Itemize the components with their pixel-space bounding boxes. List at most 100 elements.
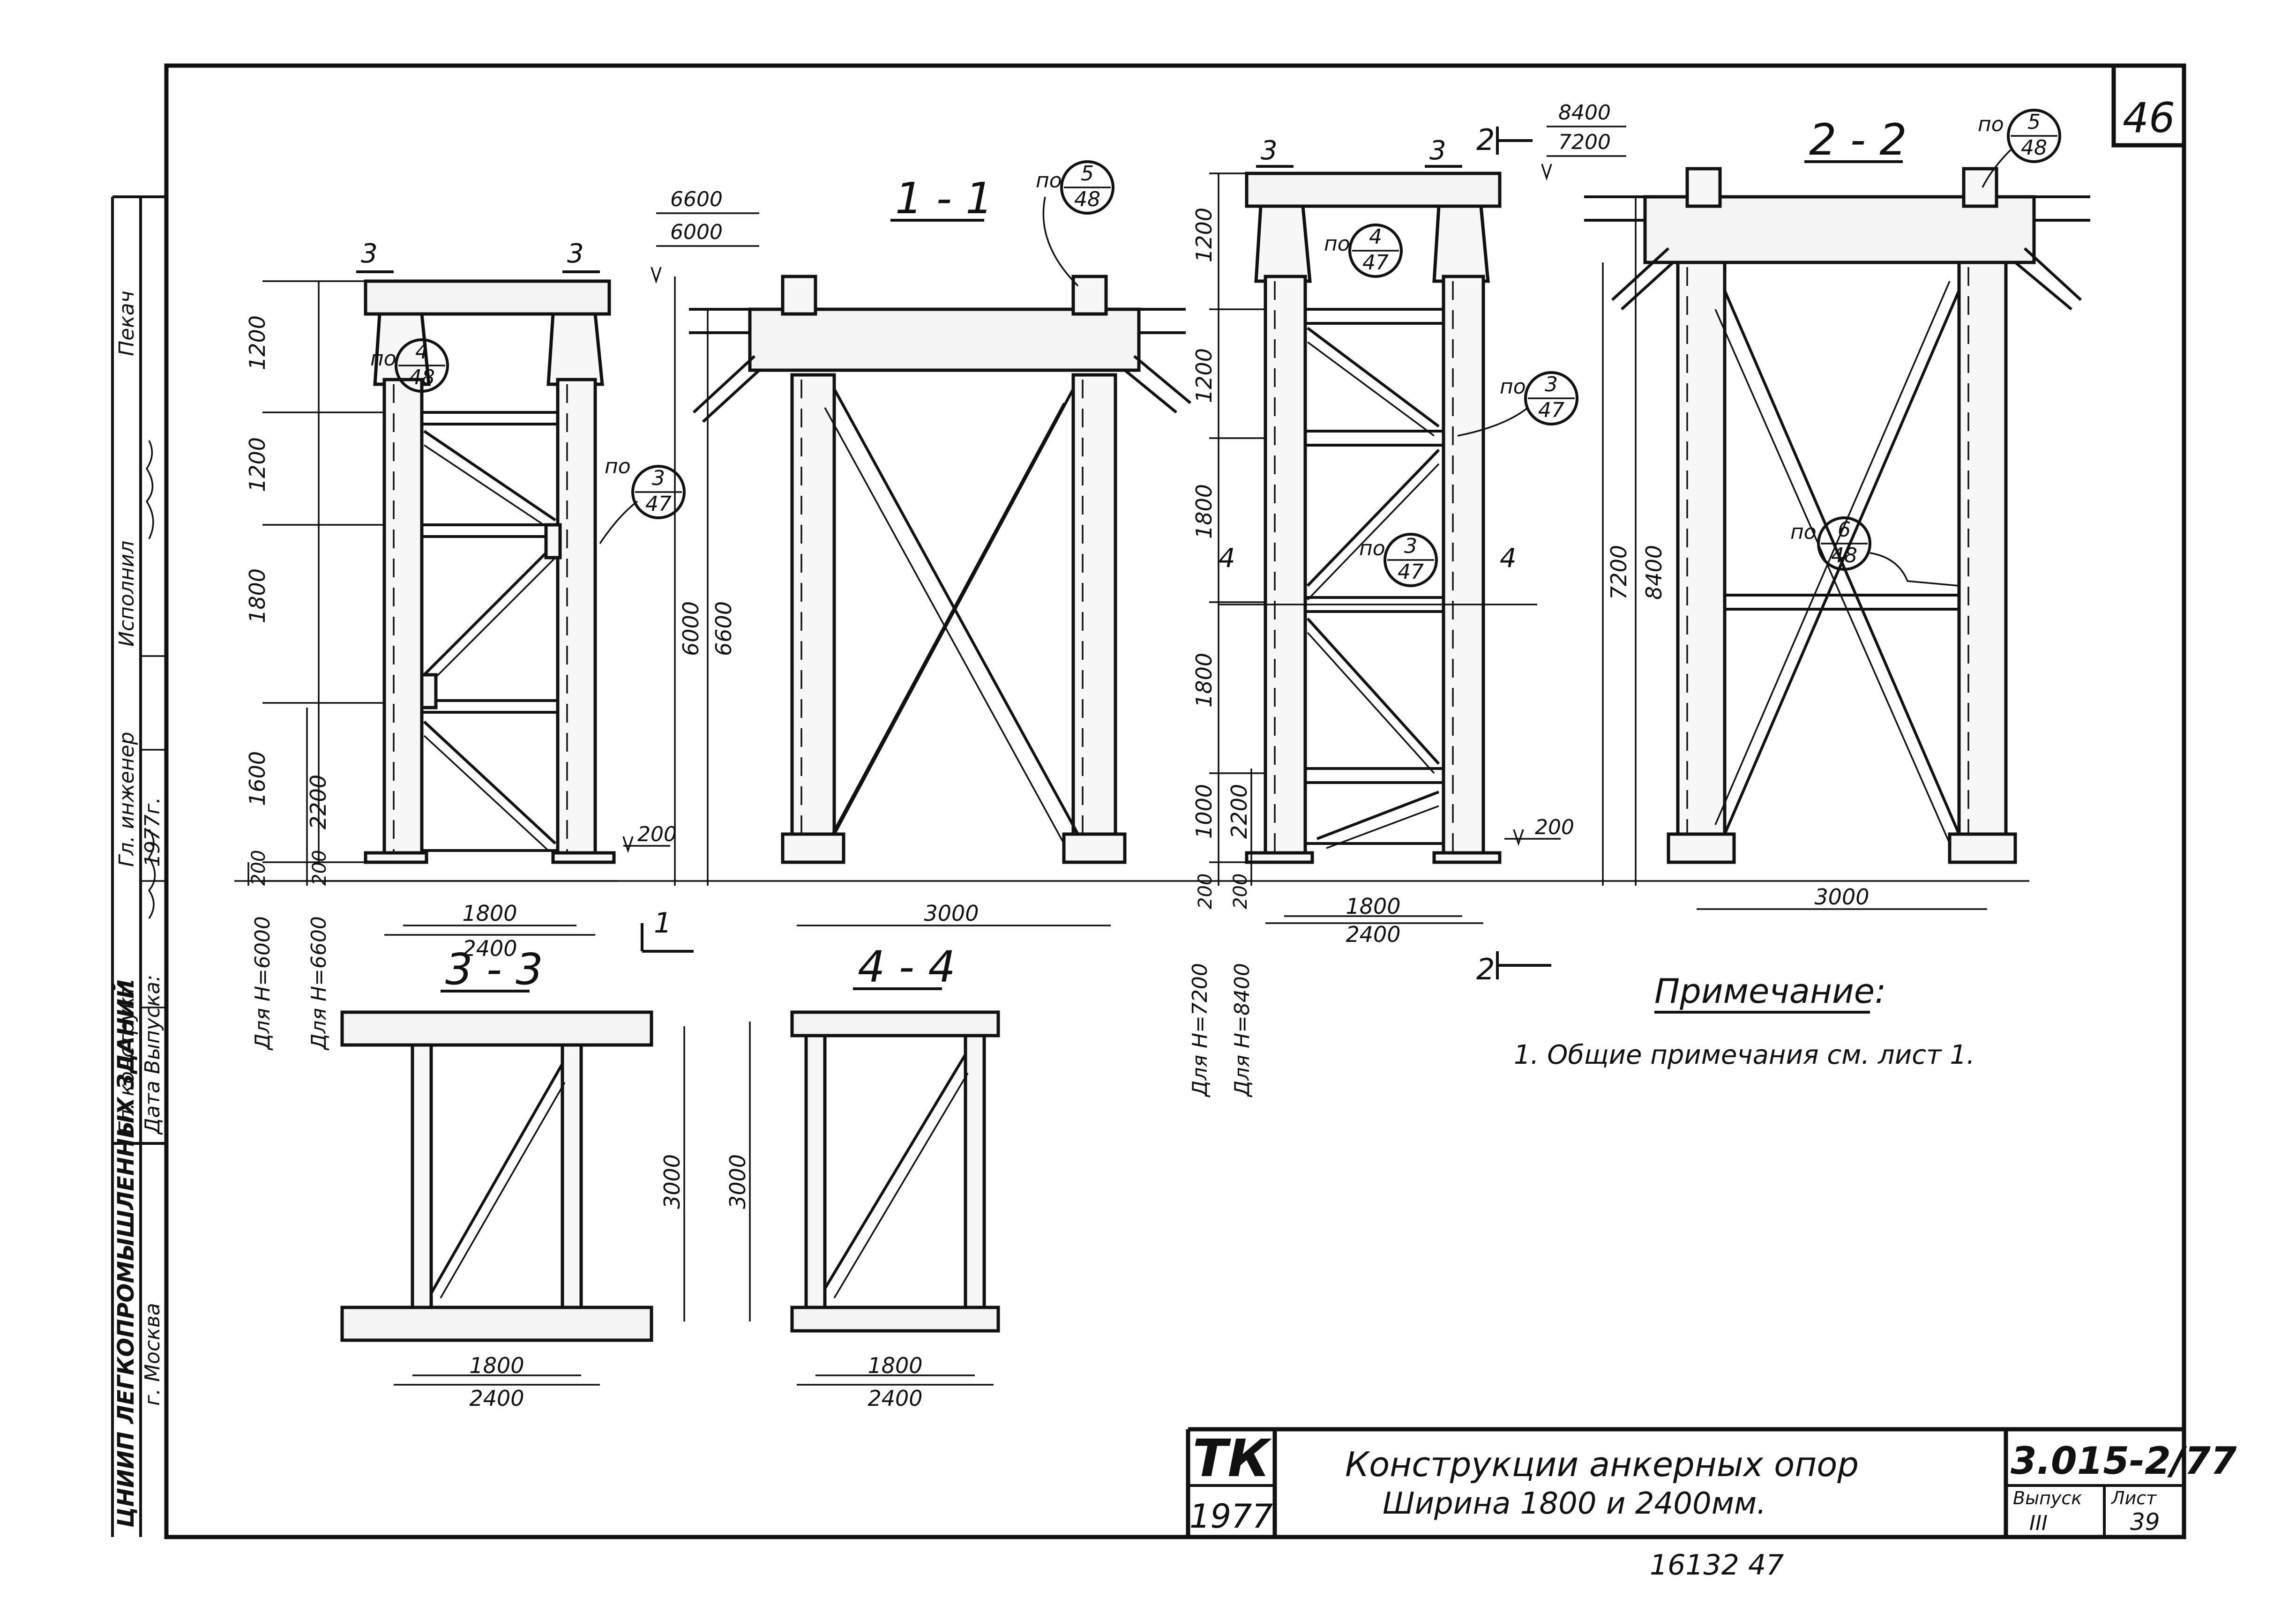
dim-label: 1200 xyxy=(1191,208,1217,262)
reference-callout: по 3 47 xyxy=(1457,371,1578,437)
view-title: 2 - 2 xyxy=(1809,115,1907,165)
height-label: Для Н=7200 xyxy=(1188,963,1212,1097)
dim-label: 1200 xyxy=(245,437,270,492)
svg-text:47: 47 xyxy=(1398,560,1424,584)
dim-label: 2400 xyxy=(469,1386,524,1411)
dim-label: 200 xyxy=(1195,873,1216,909)
svg-text:4: 4 xyxy=(415,340,428,364)
view-2-2: 2 - 2 7200 8400 3000 по 5 xyxy=(1584,109,2090,910)
sheet-value: 39 xyxy=(2130,1508,2160,1536)
svg-text:по: по xyxy=(1324,232,1350,256)
dim-label: 2200 xyxy=(1227,784,1252,839)
dim-label: 200 xyxy=(309,850,330,886)
svg-text:48: 48 xyxy=(1831,544,1857,567)
cross-brace xyxy=(1723,290,1960,835)
section-cut-mark: 3 xyxy=(1429,135,1446,166)
svg-text:48: 48 xyxy=(1074,187,1100,211)
dim-label: 200 xyxy=(248,850,269,886)
dim-label: 6600 xyxy=(711,601,736,656)
svg-text:по: по xyxy=(1978,112,2004,136)
left-stamp: ЦНИИП ЛЕГКОПРОМЫШЛЕННЫХ ЗДАНИЙ г. Москва… xyxy=(111,195,166,1537)
dim-label: 2400 xyxy=(868,1386,922,1411)
right-elevation-view: 1200 1200 1800 1800 1000 2200 200 200 18… xyxy=(1188,101,1626,1097)
beam-bottom xyxy=(340,1306,653,1342)
base-plate xyxy=(1432,851,1502,864)
level-mark: 6000 xyxy=(670,220,723,244)
dim-label: 3000 xyxy=(659,1154,685,1209)
column-left xyxy=(411,1043,433,1309)
column-right xyxy=(556,378,597,859)
section-cut-mark: 3 xyxy=(361,239,378,269)
dim-label: 3000 xyxy=(924,901,979,926)
base-plate xyxy=(781,832,845,864)
reference-callout: по 3 47 xyxy=(1359,533,1438,587)
top-beam xyxy=(748,307,1141,372)
base-plate xyxy=(1948,832,2017,864)
stamp-role-executed: Исполнил xyxy=(115,541,139,647)
section-cut-mark: 1 xyxy=(654,907,672,940)
section-cut-mark: 3 xyxy=(1261,135,1278,166)
base-plate xyxy=(551,851,616,864)
view-title: 4 - 4 xyxy=(858,942,956,992)
level-mark: 8400 xyxy=(1558,101,1611,125)
dim-label: 1200 xyxy=(1191,348,1217,403)
height-label: Для Н=8400 xyxy=(1230,963,1254,1097)
note-heading: Примечание: xyxy=(1654,971,1886,1011)
brace xyxy=(823,1053,967,1290)
level-mark: 7200 xyxy=(1558,130,1611,154)
height-label: Для Н=6600 xyxy=(307,916,331,1051)
left-elevation-view: 1200 1200 1800 1600 200 2200 200 1800 24… xyxy=(245,239,694,1051)
title-block: ТК 1977 Конструкции анкерных опор Ширина… xyxy=(1186,1427,2237,1537)
section-cut-mark: 4 xyxy=(1500,543,1517,574)
bottom-handwritten-note: 16132 47 xyxy=(1650,1549,1784,1582)
stamp-role-chief-designer: Гл. конструкт. xyxy=(115,978,139,1134)
dim-label: 1200 xyxy=(245,315,270,370)
dim-label: 2400 xyxy=(462,936,517,961)
guy-strut xyxy=(1133,355,1191,404)
reference-callout: по 5 48 xyxy=(1978,109,2061,188)
base-plate xyxy=(364,851,428,864)
reference-callout: по 3 47 xyxy=(599,455,686,544)
dim-label: 1000 xyxy=(1191,784,1217,839)
dim-label: 1800 xyxy=(868,1353,922,1378)
guy-strut xyxy=(692,355,756,414)
section-cut-mark: 2 xyxy=(1476,123,1495,157)
dim-label: 3000 xyxy=(1814,884,1869,910)
brace xyxy=(423,720,557,845)
column-right xyxy=(561,1043,583,1309)
drawing-code: 3.015-2/77 xyxy=(2011,1439,2237,1483)
svg-text:3: 3 xyxy=(1545,373,1558,396)
column-right xyxy=(1071,373,1117,864)
column-left xyxy=(1676,261,1727,859)
drawing-title-line2: Ширина 1800 и 2400мм. xyxy=(1383,1486,1766,1521)
svg-text:5: 5 xyxy=(2027,110,2041,134)
beam-top xyxy=(340,1010,653,1047)
view-title: 1 - 1 xyxy=(895,173,993,224)
dim-label: 2200 xyxy=(306,775,331,829)
dim-label: 6000 xyxy=(678,601,703,656)
svg-text:5: 5 xyxy=(1081,162,1094,186)
stamp-role-chief-engineer: Гл. инженер xyxy=(115,732,139,867)
corner-sheet-box: 46 xyxy=(2111,63,2186,148)
svg-text:47: 47 xyxy=(1538,398,1564,422)
column-right xyxy=(1442,275,1485,859)
beam-top xyxy=(790,1010,1000,1037)
view-1-1: 1 - 1 6000 6600 3000 6600 6000 по xyxy=(651,160,1191,926)
stamp-org: ЦНИИП ЛЕГКОПРОМЫШЛЕННЫХ ЗДАНИЙ xyxy=(112,980,139,1528)
svg-text:по: по xyxy=(370,347,396,371)
brace xyxy=(1306,448,1440,587)
dim-label: 8400 xyxy=(1641,545,1667,600)
top-bracket xyxy=(1254,204,1312,283)
section-cut-mark: 4 xyxy=(1219,543,1235,574)
cross-brace xyxy=(833,388,1079,835)
base-plate xyxy=(1062,832,1127,864)
stamp-signature xyxy=(145,440,154,539)
base-plate xyxy=(1245,851,1314,864)
note-text: 1. Общие примечания см. лист 1. xyxy=(1514,1040,1975,1070)
brace xyxy=(423,430,556,522)
svg-text:по: по xyxy=(1500,375,1526,399)
view-3-3: 3 - 3 3000 1800 2400 xyxy=(340,944,685,1411)
column-left xyxy=(804,1034,827,1309)
